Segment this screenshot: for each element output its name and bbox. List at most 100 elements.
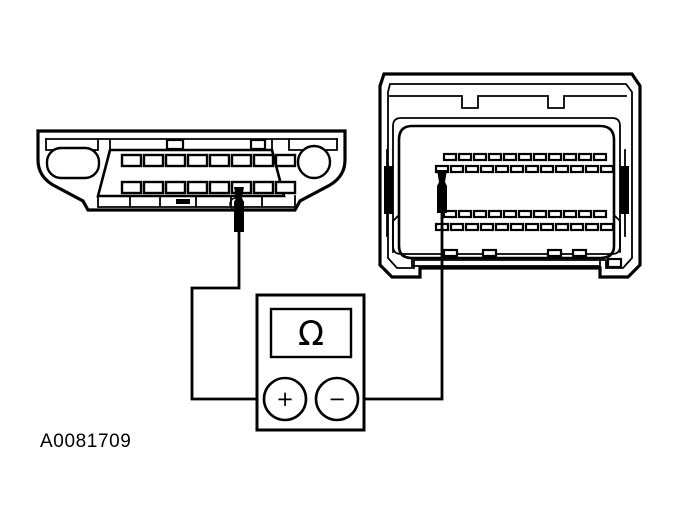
right-connector-outer-shell	[378, 72, 642, 279]
left-pin-cavity[interactable]	[142, 180, 165, 195]
right-pin-cavity[interactable]	[472, 209, 488, 219]
left-pin-cavity[interactable]	[186, 153, 209, 168]
right-pin-cavity[interactable]	[584, 164, 600, 174]
right-pin-cavity[interactable]	[494, 222, 510, 232]
right-pin-cavity[interactable]	[562, 209, 578, 219]
multimeter-negative-label: −	[328, 387, 346, 411]
left-pin-cavity[interactable]	[252, 153, 275, 168]
right-connector-bottom-slot	[606, 257, 623, 269]
left-pin-cavity[interactable]	[120, 180, 143, 195]
left-pin-cavity[interactable]	[208, 180, 231, 195]
right-pin-cavity[interactable]	[547, 152, 563, 162]
left-connector-skirt	[97, 195, 296, 208]
right-pin-cavity[interactable]	[442, 248, 459, 258]
left-connector-face	[96, 148, 286, 198]
multimeter-positive-terminal[interactable]	[262, 376, 308, 422]
right-pin-cavity[interactable]	[592, 209, 608, 219]
right-connector-pin-row-2	[434, 164, 615, 174]
right-pin-cavity[interactable]	[442, 152, 458, 162]
right-pin-cavity[interactable]	[479, 164, 495, 174]
probe-lead-right	[364, 172, 444, 401]
right-pin-cavity[interactable]	[584, 222, 600, 232]
right-pin-cavity[interactable]	[509, 222, 525, 232]
right-pin-cavity[interactable]	[569, 164, 585, 174]
right-pin-cavity[interactable]	[487, 152, 503, 162]
right-pin-cavity[interactable]	[524, 222, 540, 232]
right-pin-cavity-probed[interactable]	[442, 209, 458, 219]
right-pin-cavity[interactable]	[481, 248, 498, 258]
right-pin-cavity[interactable]	[449, 164, 465, 174]
left-connector-group[interactable]	[36, 129, 347, 212]
right-pin-cavity[interactable]	[592, 152, 608, 162]
right-pin-cavity[interactable]	[524, 164, 540, 174]
right-connector-top-rail	[389, 95, 627, 109]
right-pin-cavity[interactable]	[479, 222, 495, 232]
left-keyway-notch-a	[165, 138, 185, 151]
right-pin-cavity[interactable]	[562, 152, 578, 162]
left-pin-cavity[interactable]	[274, 180, 297, 195]
right-pin-cavity[interactable]	[554, 222, 570, 232]
left-skirt-slot	[176, 199, 190, 204]
right-pin-cavity[interactable]	[599, 164, 615, 174]
left-pin-cavity[interactable]	[164, 180, 187, 195]
probe-tip-left	[234, 187, 244, 232]
left-pin-cavity[interactable]	[164, 153, 187, 168]
left-tab-hole-oval	[45, 146, 101, 180]
right-pin-cavity[interactable]	[457, 209, 473, 219]
right-pin-cavity[interactable]	[577, 152, 593, 162]
left-pin-cavity[interactable]	[208, 153, 231, 168]
multimeter-display	[269, 307, 353, 359]
left-connector-top-rail	[45, 138, 338, 151]
multimeter-positive-label: +	[276, 387, 294, 411]
right-pin-cavity[interactable]	[457, 152, 473, 162]
figure-caption: A0081709	[40, 431, 132, 452]
right-connector-group[interactable]	[378, 72, 642, 279]
multimeter-display-value: Ω	[298, 314, 324, 354]
right-pin-cavity[interactable]	[487, 209, 503, 219]
right-connector-pin-row-1	[442, 152, 608, 162]
right-pin-cavity[interactable]	[464, 164, 480, 174]
right-pin-cavity[interactable]	[449, 222, 465, 232]
right-connector-pin-row-5	[442, 248, 588, 258]
multimeter-group[interactable]: Ω + −	[255, 293, 366, 432]
right-pin-cavity[interactable]	[554, 164, 570, 174]
right-pin-cavity[interactable]	[494, 164, 510, 174]
positive-test-probe[interactable]	[364, 170, 447, 401]
right-pin-cavity[interactable]	[509, 164, 525, 174]
right-pin-cavity[interactable]	[577, 209, 593, 219]
right-pin-cavity[interactable]	[539, 164, 555, 174]
right-pin-cavity[interactable]	[472, 152, 488, 162]
right-pin-cavity[interactable]	[547, 209, 563, 219]
right-pin-cavity[interactable]	[546, 248, 563, 258]
right-connector-pin-row-3	[442, 209, 608, 219]
right-connector-right-latch	[620, 166, 629, 214]
right-pin-cavity[interactable]	[599, 222, 615, 232]
right-connector-right-latch-frame	[613, 137, 621, 253]
right-pin-cavity[interactable]	[571, 248, 588, 258]
left-keyway-notch-b	[249, 138, 267, 151]
left-pin-cavity[interactable]	[142, 153, 165, 168]
left-pin-cavity[interactable]	[274, 153, 297, 168]
left-pin-cavity[interactable]	[252, 180, 275, 195]
right-pin-cavity[interactable]	[464, 222, 480, 232]
left-pin-cavity[interactable]	[230, 153, 253, 168]
right-connector-left-latch	[384, 166, 393, 214]
left-pin-cavity[interactable]	[186, 180, 209, 195]
right-connector-left-latch-frame	[392, 137, 400, 253]
right-pin-cavity[interactable]	[532, 209, 548, 219]
right-pin-cavity[interactable]	[517, 209, 533, 219]
probe-lead-left	[190, 230, 259, 401]
left-pin-cavity[interactable]	[120, 153, 143, 168]
negative-test-probe[interactable]	[190, 187, 259, 401]
right-pin-cavity[interactable]	[502, 152, 518, 162]
right-pin-cavity[interactable]	[502, 209, 518, 219]
multimeter-negative-terminal[interactable]	[314, 376, 360, 422]
right-tab-hole-round	[296, 144, 332, 180]
right-connector-inner-shell	[387, 83, 633, 269]
right-pin-cavity[interactable]	[532, 152, 548, 162]
right-pin-cavity[interactable]	[539, 222, 555, 232]
right-pin-cavity[interactable]	[569, 222, 585, 232]
right-pin-cavity[interactable]	[517, 152, 533, 162]
